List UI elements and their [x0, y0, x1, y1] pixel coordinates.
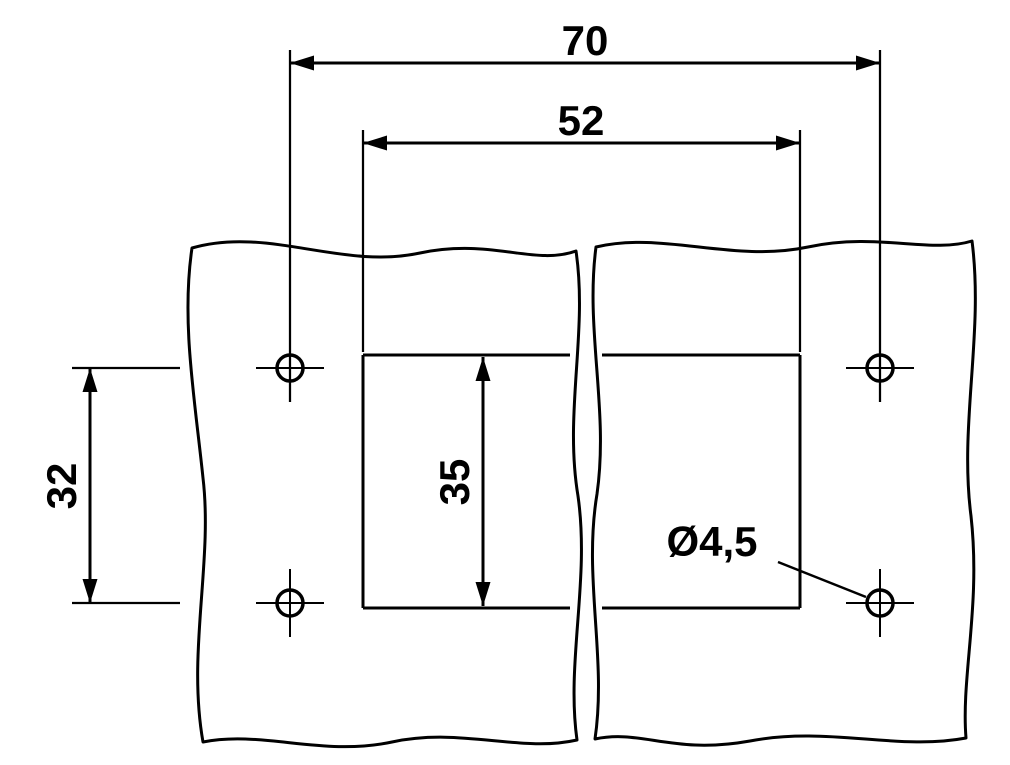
panel-outline-left-piece	[186, 240, 583, 749]
panel-outline-right-piece	[590, 239, 977, 747]
dimension-35-label: 35	[431, 459, 478, 506]
dimension-35: 35	[431, 357, 491, 606]
dimension-70-label: 70	[562, 17, 609, 64]
arrowhead-right	[856, 55, 880, 71]
dimension-70: 70	[288, 17, 882, 402]
diameter-callout: Ø4,5	[666, 518, 867, 599]
dimension-52-label: 52	[558, 97, 605, 144]
cutout-rectangle	[361, 353, 802, 610]
mounting-holes	[256, 353, 914, 637]
arrowhead-left	[363, 135, 387, 151]
mounting-hole-top-right	[846, 353, 914, 383]
arrowhead-top	[82, 368, 98, 392]
mounting-hole-bottom-left	[256, 569, 324, 637]
arrowhead-left	[290, 55, 314, 71]
panel-outline	[186, 239, 977, 749]
dimension-32: 32	[38, 366, 180, 605]
arrowhead-bottom	[82, 579, 98, 603]
mounting-hole-top-left	[256, 353, 324, 383]
leader-line	[777, 560, 867, 599]
dimension-32-label: 32	[38, 463, 85, 510]
arrowhead-right	[776, 135, 800, 151]
arrowhead-top	[475, 357, 491, 381]
arrowhead-bottom	[475, 582, 491, 606]
dimension-52: 52	[361, 97, 802, 352]
mounting-hole-bottom-right	[846, 569, 914, 637]
hole-diameter-label: Ø4,5	[666, 518, 757, 565]
